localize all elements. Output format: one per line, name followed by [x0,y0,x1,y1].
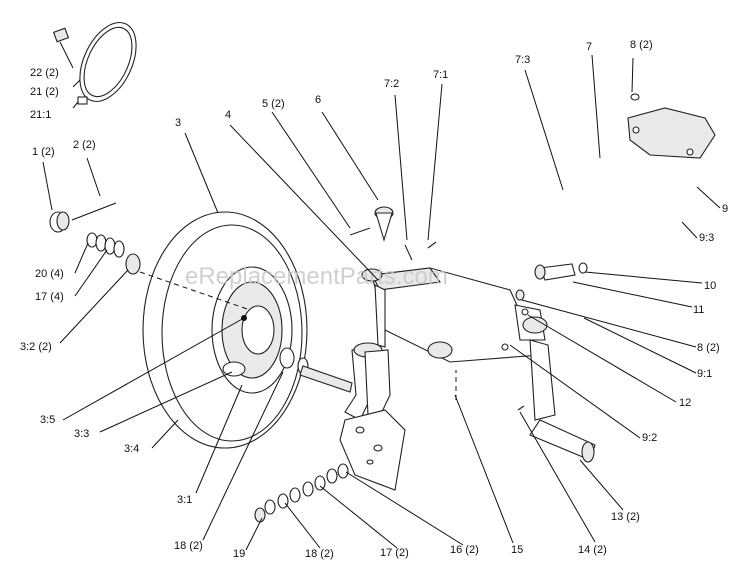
callout-2: 2 (2) [73,139,96,151]
axle-centerline [139,271,251,311]
callout-20: 20 (4) [35,268,64,280]
callout-21-1: 21:1 [30,109,51,121]
callout-3: 3 [175,117,181,129]
callout-14: 14 (2) [578,544,607,556]
callout-9-2: 9:2 [642,432,657,444]
callout-4: 4 [225,109,231,121]
headlight-ring [52,22,137,105]
callout-18-bottom: 18 (2) [305,548,334,560]
callout-17-bottom: 17 (2) [380,547,409,559]
callout-7-3: 7:3 [515,54,530,66]
callout-7-2: 7:2 [384,78,399,90]
callout-3-4: 3:4 [124,443,139,455]
callout-3-5: 3:5 [40,414,55,426]
callout-13: 13 (2) [611,511,640,523]
bracket [534,262,588,281]
hardware [427,241,529,411]
callout-3-3: 3:3 [74,428,89,440]
hub-washers [279,347,353,393]
drag-link [457,145,631,246]
callout-11: 11 [693,304,704,316]
callout-22: 22 (2) [30,67,59,79]
wheel-cap [49,211,70,233]
watermark: eReplacementParts.com [185,263,448,290]
callout-18-left: 18 (2) [174,540,203,552]
front-axle-beam [361,267,541,363]
right-spindle [514,304,596,463]
callout-1: 1 (2) [32,146,55,158]
callout-21: 21 (2) [30,86,59,98]
leader-lines [42,41,721,551]
left-spindle [344,342,391,421]
callout-10: 10 [704,280,716,292]
spindle-plate [339,409,406,491]
callout-3-2: 3:2 (2) [20,341,52,353]
callout-16: 16 (2) [450,544,479,556]
front-tire [142,211,308,449]
bottom-washer-stack [254,463,349,523]
callout-3-1: 3:1 [177,494,192,506]
callout-8-right: 8 (2) [697,342,720,354]
callout-9-1: 9:1 [697,368,712,380]
callout-labels: 22 (2) 21 (2) 21:1 1 (2) 2 (2) 3 4 5 (2)… [20,39,728,560]
left-washer-stack [86,232,141,275]
callout-8-top: 8 (2) [630,39,653,51]
pivot-bracket [349,206,413,261]
callout-12: 12 [679,397,691,409]
callout-19: 19 [233,548,245,560]
steering-sector [627,93,716,159]
callout-9-3: 9:3 [699,232,714,244]
dust-seal [71,202,117,221]
callout-7: 7 [586,41,592,53]
callout-5: 5 (2) [262,98,285,110]
callout-15: 15 [511,544,523,556]
callout-9: 9 [722,203,728,215]
callout-6: 6 [315,94,321,106]
callout-17-left: 17 (4) [35,291,64,303]
callout-7-1: 7:1 [433,69,448,81]
